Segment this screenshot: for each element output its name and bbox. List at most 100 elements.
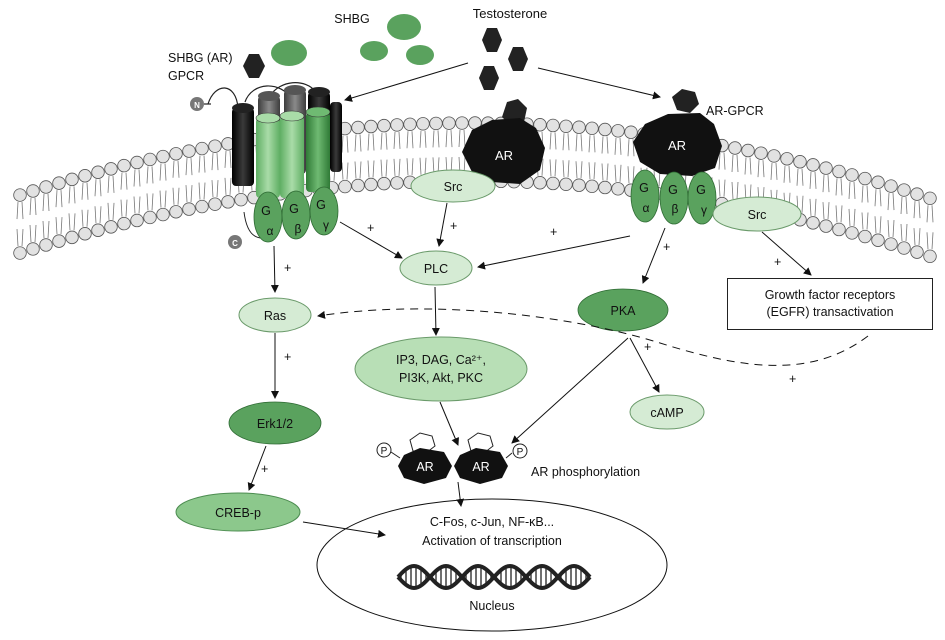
erk-label: Erk1/2 bbox=[257, 417, 293, 431]
arrow-testosterone-to-ar-gpcr bbox=[537, 67, 661, 100]
svg-text:G: G bbox=[316, 198, 326, 212]
svg-text:α: α bbox=[267, 224, 274, 238]
phospho-right-icon bbox=[512, 443, 528, 459]
svg-text:P: P bbox=[381, 446, 388, 457]
testosterone-label: Testosterone bbox=[473, 6, 547, 21]
growth-factor-receptors-box: Growth factor receptors (EGFR) transacti… bbox=[727, 278, 933, 330]
second-messengers-line2: PI3K, Akt, PKC bbox=[399, 371, 483, 385]
svg-text:N: N bbox=[194, 101, 200, 110]
arrow-ar-to-nucleus bbox=[456, 481, 465, 507]
g-protein-left: C G α G β G γ bbox=[228, 186, 339, 249]
ar-dimer-phosphorylated: AR AR P P bbox=[376, 432, 528, 484]
svg-text:+: + bbox=[450, 219, 457, 233]
shbg-protein-3 bbox=[406, 45, 434, 65]
src-right-label: Src bbox=[748, 208, 767, 222]
svg-text:β: β bbox=[672, 202, 679, 216]
arrow-ar-gpcr-to-plc bbox=[477, 235, 631, 270]
second-messengers-line1: IP3, DAG, Ca²⁺, bbox=[396, 353, 486, 367]
shbg-ar-label: SHBG (AR) bbox=[168, 51, 233, 65]
ar-phosphorylation-label: AR phosphorylation bbox=[531, 465, 640, 479]
second-messengers-node bbox=[354, 336, 528, 402]
svg-text:+: + bbox=[367, 221, 374, 235]
svg-text:+: + bbox=[284, 261, 291, 275]
shbg-protein-2 bbox=[360, 41, 388, 61]
svg-text:+: + bbox=[663, 240, 670, 254]
gpcr-label: GPCR bbox=[168, 69, 204, 83]
pka-label: PKA bbox=[610, 304, 636, 318]
phospho-left-icon bbox=[376, 442, 392, 458]
svg-text:+: + bbox=[774, 255, 781, 269]
c-terminus-icon bbox=[228, 235, 242, 249]
arrow-plc-to-second-messengers bbox=[431, 286, 440, 336]
g-protein-right: G α G β G γ bbox=[630, 169, 717, 225]
arrow-src-to-egfr bbox=[761, 231, 812, 276]
nucleus-label: Nucleus bbox=[469, 599, 514, 613]
testosterone-molecule-3 bbox=[479, 66, 499, 90]
testosterone-molecule-2 bbox=[508, 47, 528, 71]
arrow-pka-to-ar bbox=[511, 337, 629, 444]
svg-text:AR: AR bbox=[472, 460, 489, 474]
camp-label: cAMP bbox=[650, 406, 683, 420]
shbg-bound-gpcr bbox=[271, 40, 307, 66]
n-terminus-icon bbox=[190, 97, 204, 111]
svg-text:C: C bbox=[232, 239, 238, 248]
svg-text:G: G bbox=[668, 183, 678, 197]
svg-text:P: P bbox=[517, 447, 524, 458]
creb-label: CREB-p bbox=[215, 506, 261, 520]
svg-text:AR: AR bbox=[416, 460, 433, 474]
arrow-galpha-to-ras bbox=[270, 245, 279, 293]
shbg-protein-1 bbox=[387, 14, 421, 40]
svg-text:β: β bbox=[295, 222, 302, 236]
erk-node bbox=[228, 401, 322, 445]
growth-factor-line1: Growth factor receptors bbox=[764, 288, 896, 302]
svg-text:+: + bbox=[284, 350, 291, 364]
svg-text:+: + bbox=[789, 372, 796, 386]
svg-text:AR: AR bbox=[668, 138, 686, 153]
arrow-gprotein-to-pka bbox=[641, 227, 666, 284]
shbg-label: SHBG bbox=[334, 12, 369, 26]
svg-text:+: + bbox=[644, 340, 651, 354]
dna-helix-icon bbox=[396, 563, 592, 591]
arrow-gprotein-to-plc bbox=[339, 221, 403, 259]
svg-text:+: + bbox=[261, 462, 268, 476]
ar-gpcr-receptor: AR bbox=[633, 113, 722, 176]
arrow-egfr-to-ras-dashed bbox=[317, 308, 869, 366]
growth-factor-line2: (EGFR) transactivation bbox=[766, 305, 894, 319]
arrow-erk-to-creb bbox=[247, 445, 267, 491]
ras-node bbox=[238, 297, 312, 333]
testosterone-bound-gpcr bbox=[243, 54, 265, 78]
src-middle bbox=[410, 169, 496, 203]
gpcr-receptor-left: N bbox=[190, 82, 342, 198]
arrow-src-to-plc bbox=[436, 202, 448, 247]
camp-node bbox=[629, 394, 705, 430]
svg-text:+: + bbox=[550, 225, 557, 239]
nucleus bbox=[316, 498, 668, 632]
membrane-ar-receptor: AR bbox=[462, 118, 545, 184]
arrow-second-messengers-to-ar bbox=[439, 401, 459, 446]
activation-plus-signs: + + + + + + + + + + bbox=[261, 219, 796, 476]
svg-text:G: G bbox=[639, 181, 649, 195]
transcription-factors-label: C-Fos, c-Jun, NF-κB... bbox=[430, 515, 554, 529]
creb-node bbox=[175, 492, 301, 532]
svg-text:G: G bbox=[289, 202, 299, 216]
svg-text:G: G bbox=[696, 183, 706, 197]
ras-label: Ras bbox=[264, 309, 286, 323]
src-right bbox=[712, 196, 802, 232]
testosterone-molecule-1 bbox=[482, 28, 502, 52]
transcription-activation-label: Activation of transcription bbox=[422, 534, 562, 548]
svg-text:G: G bbox=[261, 204, 271, 218]
testosterone-bound-ar-gpcr bbox=[672, 89, 699, 113]
src-middle-label: Src bbox=[444, 180, 463, 194]
arrow-testosterone-to-gpcr bbox=[344, 62, 469, 102]
svg-text:AR: AR bbox=[495, 148, 513, 163]
plc-label: PLC bbox=[424, 262, 448, 276]
svg-text:α: α bbox=[643, 201, 650, 215]
pka-node bbox=[577, 288, 669, 332]
arrow-creb-to-nucleus bbox=[302, 521, 386, 538]
plc-node bbox=[399, 250, 473, 286]
svg-text:γ: γ bbox=[701, 203, 707, 217]
svg-text:γ: γ bbox=[323, 218, 329, 232]
ar-gpcr-label: AR-GPCR bbox=[706, 104, 764, 118]
arrow-pka-to-camp bbox=[629, 337, 660, 393]
